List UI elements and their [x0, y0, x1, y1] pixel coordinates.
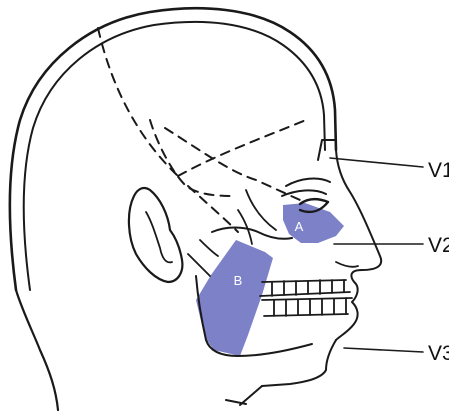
head-inner-contour — [24, 22, 325, 290]
upper-teeth — [260, 280, 350, 296]
mandible-ramus — [188, 240, 218, 276]
eyebrow-ridge — [318, 140, 336, 160]
v3-label: V3 — [428, 343, 449, 364]
v1-leader-line — [330, 158, 423, 167]
region-b-label: B — [231, 274, 245, 287]
zygomatic-arch — [212, 228, 292, 239]
nostril — [336, 262, 358, 267]
region-b-shading — [196, 240, 273, 356]
region-a-label: A — [292, 220, 306, 233]
skull-dashed-lines — [98, 28, 306, 232]
head-outline — [10, 8, 336, 290]
orbit — [282, 179, 330, 196]
v1-label: V1 — [428, 160, 449, 181]
back-of-neck — [16, 290, 58, 410]
v2-label: V2 — [428, 235, 449, 256]
face-profile — [336, 150, 381, 340]
lower-teeth — [262, 298, 352, 316]
v3-leader-line — [344, 348, 423, 352]
lower-neck — [226, 386, 262, 405]
